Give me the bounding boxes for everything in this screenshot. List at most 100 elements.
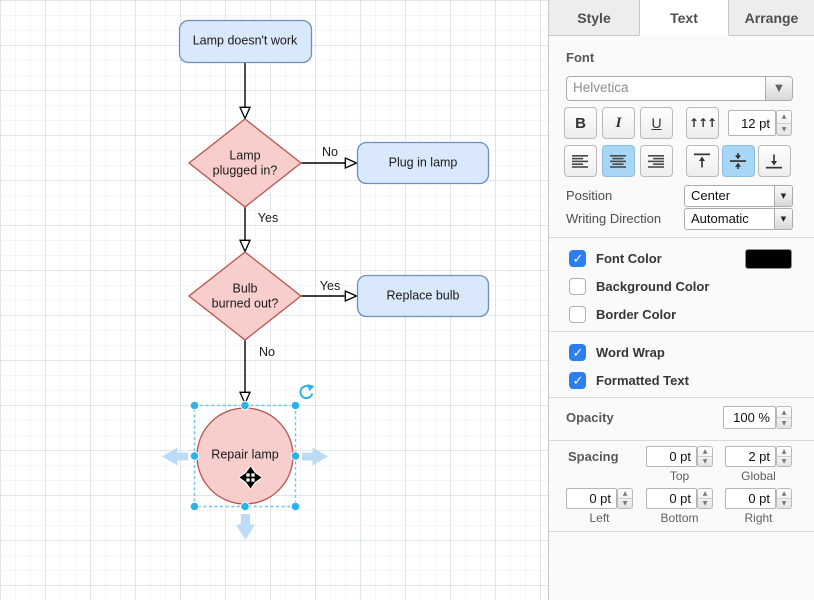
handle-ne[interactable]	[290, 400, 301, 411]
stepper-up-icon[interactable]: ▲	[618, 489, 632, 499]
writing-direction-label: Writing Direction	[566, 211, 662, 226]
diagram-canvas[interactable]: Lamp doesn't work Lamp plugged in? Plug …	[0, 0, 548, 600]
node-decision2[interactable]	[187, 251, 303, 341]
stepper-up-icon[interactable]: ▲	[777, 407, 791, 418]
opacity-input[interactable]	[723, 406, 776, 429]
node-repair-label: Repair lamp	[211, 447, 279, 462]
valign-top-button[interactable]	[686, 145, 719, 177]
stepper-up-icon[interactable]: ▲	[777, 111, 791, 124]
spacing-left-input[interactable]	[566, 488, 617, 509]
formatted-text-label: Formatted Text	[596, 373, 689, 388]
handle-e[interactable]	[290, 451, 301, 461]
font-section-title: Font	[566, 50, 595, 65]
align-center-icon	[610, 154, 626, 168]
chevron-down-icon[interactable]: ▼	[774, 209, 792, 229]
arrowhead-right-1	[344, 156, 359, 170]
stepper-up-icon[interactable]: ▲	[777, 489, 791, 499]
spacing-left-stepper[interactable]: ▲▼	[617, 488, 633, 509]
border-color-checkbox[interactable]	[569, 306, 586, 323]
handle-nw[interactable]	[189, 400, 200, 411]
valign-bottom-icon	[766, 154, 782, 169]
stepper-up-icon[interactable]: ▲	[777, 447, 791, 457]
font-size-input[interactable]	[728, 110, 776, 136]
rotate-handle-icon[interactable]	[299, 384, 315, 400]
node-start-label: Lamp doesn't work	[192, 33, 298, 48]
align-right-button[interactable]	[640, 145, 673, 177]
position-label: Position	[566, 188, 613, 203]
bold-button[interactable]: B	[564, 107, 597, 139]
align-center-button[interactable]	[602, 145, 635, 177]
spacing-top-stepper[interactable]: ▲▼	[697, 446, 713, 467]
align-right-icon	[648, 154, 664, 168]
chevron-down-icon[interactable]: ▼	[774, 186, 792, 206]
italic-button[interactable]: I	[602, 107, 635, 139]
font-family-select[interactable]: Helvetica ▼	[566, 76, 793, 101]
font-color-checkbox[interactable]	[569, 250, 586, 267]
direction-arrow-left[interactable]	[162, 447, 188, 466]
chevron-down-icon[interactable]: ▼	[765, 77, 792, 100]
underline-button[interactable]: U	[640, 107, 673, 139]
background-color-checkbox[interactable]	[569, 278, 586, 295]
spacing-right-input[interactable]	[725, 488, 776, 509]
border-color-label: Border Color	[596, 307, 677, 322]
handle-se[interactable]	[290, 501, 301, 512]
opacity-stepper[interactable]: ▲▼	[776, 406, 792, 429]
spacing-bottom-stepper[interactable]: ▲▼	[697, 488, 713, 509]
stepper-up-icon[interactable]: ▲	[698, 489, 712, 499]
node-decision1-label: Lamp plugged in?	[213, 148, 278, 178]
direction-arrows	[162, 447, 328, 540]
move-cursor-icon	[239, 466, 262, 489]
node-decision2-label: Bulb burned out?	[212, 281, 279, 311]
font-size-stepper[interactable]: ▲▼	[776, 110, 792, 136]
stepper-down-icon[interactable]: ▼	[781, 419, 787, 427]
node-decision1[interactable]	[187, 118, 303, 208]
tab-text[interactable]: Text	[639, 0, 729, 36]
word-wrap-checkbox[interactable]	[569, 344, 586, 361]
handle-sw[interactable]	[189, 501, 200, 512]
node-action1[interactable]	[356, 141, 490, 185]
italic-glyph: I	[615, 114, 622, 131]
direction-arrow-right[interactable]	[302, 447, 328, 466]
stepper-down-icon[interactable]: ▼	[781, 125, 787, 133]
stepper-down-icon[interactable]: ▼	[702, 500, 708, 507]
stepper-up-icon[interactable]: ▲	[698, 447, 712, 457]
font-family-value: Helvetica	[573, 80, 629, 95]
position-select[interactable]: Center ▼	[684, 185, 793, 207]
format-panel: Style Text Arrange Font Helvetica ▼ B I …	[548, 0, 814, 600]
stepper-down-icon[interactable]: ▼	[622, 500, 628, 507]
opacity-label: Opacity	[566, 410, 614, 425]
node-action1-label: Plug in lamp	[388, 155, 458, 170]
font-color-swatch[interactable]	[745, 249, 792, 269]
valign-middle-button[interactable]	[722, 145, 755, 177]
node-start[interactable]	[178, 19, 313, 64]
node-decision1-line2: plugged in?	[212, 163, 278, 177]
handle-s[interactable]	[240, 501, 250, 512]
spacing-global-input[interactable]	[725, 446, 776, 467]
stepper-down-icon[interactable]: ▼	[702, 458, 708, 465]
direction-arrow-down[interactable]	[236, 514, 255, 540]
node-action2[interactable]	[356, 274, 490, 318]
vertical-text-button[interactable]: ↑↑↑	[686, 107, 719, 139]
tab-arrange[interactable]: Arrange	[729, 0, 814, 36]
stepper-down-icon[interactable]: ▼	[781, 458, 787, 465]
formatted-text-checkbox[interactable]	[569, 372, 586, 389]
spacing-top-input[interactable]	[646, 446, 697, 467]
spacing-global-stepper[interactable]: ▲▼	[776, 446, 792, 467]
handle-n[interactable]	[240, 400, 250, 411]
arrowhead-down-3	[238, 391, 252, 406]
align-left-button[interactable]	[564, 145, 597, 177]
spacing-right-stepper[interactable]: ▲▼	[776, 488, 792, 509]
align-left-icon	[572, 154, 588, 168]
valign-top-icon	[694, 153, 710, 168]
stepper-down-icon[interactable]: ▼	[781, 500, 787, 507]
tab-style[interactable]: Style	[549, 0, 639, 36]
spacing-global-sublabel: Global	[741, 469, 776, 483]
writing-direction-select[interactable]: Automatic ▼	[684, 208, 793, 230]
arrowheads	[238, 106, 359, 406]
divider	[549, 531, 814, 532]
handle-w[interactable]	[189, 451, 200, 461]
format-tabs: Style Text Arrange	[549, 0, 814, 36]
spacing-bottom-input[interactable]	[646, 488, 697, 509]
valign-bottom-button[interactable]	[758, 145, 791, 177]
vertical-text-icon: ↑↑↑	[688, 116, 717, 130]
